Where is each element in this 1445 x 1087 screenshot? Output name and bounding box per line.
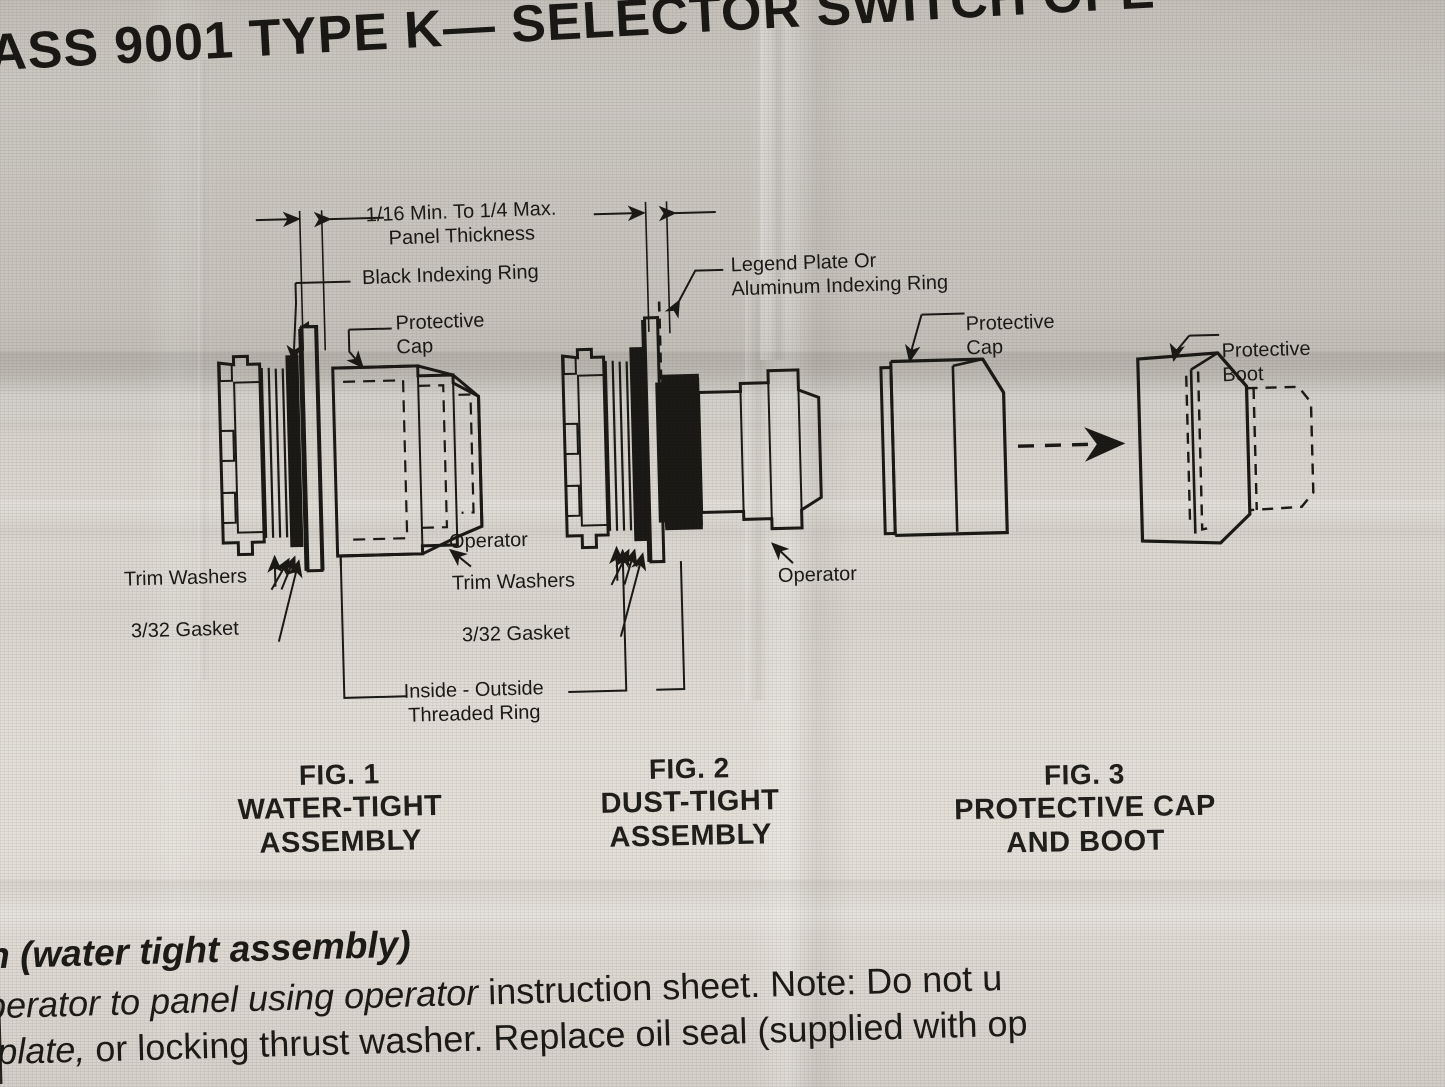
figure-2-number: FIG. 2 [648,752,730,785]
label-trim-washers-fig2: Trim Washers [451,569,576,595]
label-panel-thickness: 1/16 Min. To 1/4 Max. Panel Thickness [365,197,557,252]
figure-caption-3: FIG. 3 PROTECTIVE CAP AND BOOT [904,755,1266,863]
label-gasket-fig2: 3/32 Gasket [461,621,571,647]
figure-1-title-line1: WATER-TIGHT [237,789,443,827]
figure-2-title-line2: ASSEMBLY [609,818,773,854]
figure-caption-1: FIG. 1 WATER-TIGHT ASSEMBLY [204,755,476,862]
label-gasket-fig1: 3/32 Gasket [130,617,240,643]
figure-caption-2: FIG. 2 DUST-TIGHT ASSEMBLY [564,749,816,856]
label-trim-washers-fig1: Trim Washers [123,565,248,591]
panel-thickness-line2: Panel Thickness [388,222,536,250]
label-operator-fig2: Operator [777,562,858,588]
figure-1-title-line2: ASSEMBLY [259,824,423,860]
body-line-2-italic: d plate, [0,1028,86,1073]
figure-3-title-line1: PROTECTIVE CAP [953,789,1217,827]
label-operator-fig1: Operator [448,528,529,554]
figure-3-title-line2: AND BOOT [1005,824,1166,860]
label-black-indexing-ring: Black Indexing Ring [361,260,540,290]
figure-2-title-line1: DUST-TIGHT [600,784,780,820]
